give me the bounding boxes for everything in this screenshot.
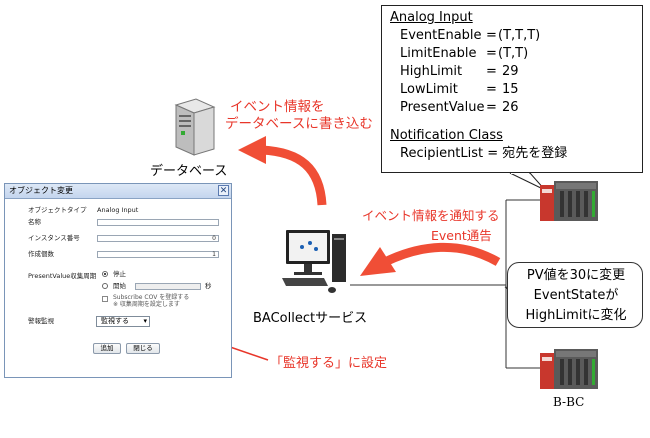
bubble-line3: HighLimitに変化 bbox=[525, 308, 627, 323]
recipient-list: RecipientList = 宛先を登録 bbox=[400, 146, 568, 161]
add-button[interactable]: 追加 bbox=[93, 343, 121, 354]
write-db-label-line1: イベント情報を bbox=[230, 99, 325, 115]
prop-value: 26 bbox=[502, 100, 519, 115]
start-radio[interactable] bbox=[102, 283, 108, 289]
bubble-line2: EventStateが bbox=[533, 288, 619, 303]
subscribe-cov-label: Subscribe COV を登録する bbox=[113, 294, 190, 301]
prop-eq: = bbox=[486, 46, 497, 61]
set-monitor-label: 「監視する」に設定 bbox=[270, 356, 388, 371]
subscribe-cov-checkbox[interactable] bbox=[102, 296, 108, 302]
notify-arrow-shaft bbox=[383, 242, 501, 267]
dialog-titlebar: オブジェクト変更 ✕ bbox=[5, 184, 231, 199]
alarm-monitor-select[interactable]: 監視する ▾ bbox=[96, 316, 150, 327]
notify-event-info-label: イベント情報を通知する bbox=[362, 208, 500, 223]
prop-value: 29 bbox=[502, 64, 519, 79]
object-type-value: Analog Input bbox=[97, 206, 139, 214]
alarm-monitor-select-value: 監視する bbox=[101, 317, 129, 325]
prop-eq: = bbox=[486, 100, 497, 115]
bubble-line1: PV値を30に変更 bbox=[526, 268, 626, 283]
prop-value: 15 bbox=[502, 82, 519, 97]
prop-key: HighLimit bbox=[400, 64, 463, 79]
close-button[interactable]: 閉じる bbox=[126, 343, 160, 354]
pv-change-bubble: PV値を30に変更 EventStateが HighLimitに変化 bbox=[507, 262, 643, 328]
database-label: データベース bbox=[150, 164, 228, 179]
chevron-down-icon: ▾ bbox=[143, 317, 147, 325]
seconds-label: 秒 bbox=[205, 282, 212, 290]
pv-cycle-label: PresentValue収集周期 bbox=[28, 272, 97, 280]
notification-class-heading: Notification Class bbox=[390, 128, 503, 143]
prop-eq: = bbox=[486, 28, 497, 43]
object-change-dialog: オブジェクト変更 ✕ オブジェクトタイプ Analog Input 名称 インス… bbox=[4, 183, 232, 378]
prop-eq: = bbox=[486, 82, 497, 97]
db-write-arrow-head bbox=[238, 136, 266, 164]
db-write-arrow-shaft bbox=[261, 145, 327, 206]
start-label: 開始 bbox=[113, 282, 126, 290]
database-server-icon bbox=[174, 98, 216, 156]
name-label: 名称 bbox=[28, 218, 41, 226]
analog-input-callout: Analog Input EventEnable = (T,T,T) Limit… bbox=[381, 5, 643, 173]
write-db-label-line2: データベースに書き込む bbox=[225, 116, 373, 132]
analog-input-heading: Analog Input bbox=[390, 10, 473, 25]
prop-value: (T,T,T) bbox=[498, 28, 541, 43]
stop-radio[interactable] bbox=[102, 271, 108, 277]
prop-key: EventEnable bbox=[400, 28, 482, 43]
count-input[interactable]: 1 bbox=[97, 251, 219, 258]
controller-top-icon bbox=[540, 181, 598, 221]
event-notify-label: Event通告 bbox=[431, 228, 492, 243]
prop-value: (T,T) bbox=[498, 46, 529, 61]
stop-label: 停止 bbox=[113, 270, 126, 278]
prop-key: LowLimit bbox=[400, 82, 458, 97]
bacollect-label: BACollectサービス bbox=[253, 311, 368, 326]
computer-icon bbox=[282, 230, 346, 293]
subscribe-cov-note: ※ 収集周期を設定します bbox=[113, 301, 180, 308]
count-label: 作成個数 bbox=[28, 250, 54, 258]
bbc-label: B-BC bbox=[553, 395, 585, 409]
controller-bottom-icon bbox=[540, 349, 598, 389]
dialog-title: オブジェクト変更 bbox=[9, 186, 73, 195]
prop-eq: = bbox=[486, 64, 497, 79]
prop-key: LimitEnable bbox=[400, 46, 477, 61]
instance-label: インスタンス番号 bbox=[28, 234, 80, 242]
cycle-seconds-input[interactable] bbox=[135, 283, 201, 290]
name-input[interactable] bbox=[97, 219, 219, 226]
object-type-label: オブジェクトタイプ bbox=[28, 206, 87, 214]
instance-input[interactable]: 0 bbox=[97, 235, 219, 242]
alarm-monitor-label: 警報監視 bbox=[28, 317, 54, 325]
notify-arrow-head bbox=[360, 247, 396, 276]
prop-key: PresentValue bbox=[400, 100, 485, 115]
dialog-close-icon[interactable]: ✕ bbox=[218, 185, 229, 196]
